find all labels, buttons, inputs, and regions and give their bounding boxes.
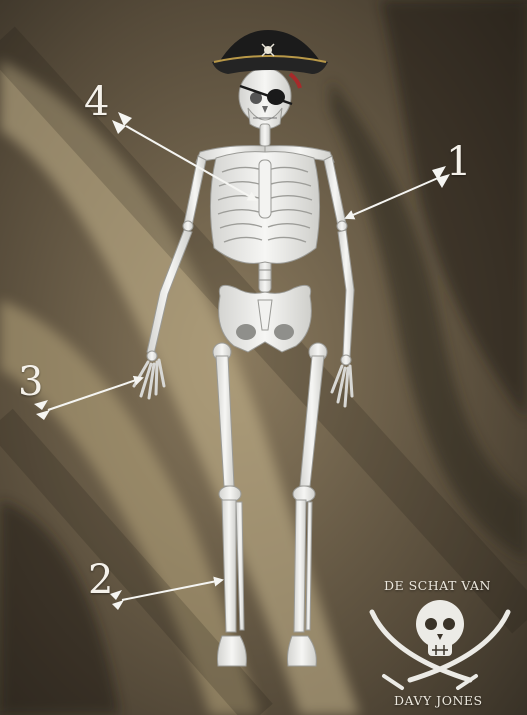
logo-top-text: DE SCHAT VAN xyxy=(384,578,491,593)
label-three: 3 xyxy=(18,362,43,402)
label-one: 1 xyxy=(446,142,471,182)
logo-bottom-text: DAVY JONES xyxy=(394,693,483,708)
pelvis xyxy=(219,285,312,352)
label-four: 4 xyxy=(84,82,109,122)
rib-cage xyxy=(210,152,319,264)
label-two: 2 xyxy=(88,560,113,600)
